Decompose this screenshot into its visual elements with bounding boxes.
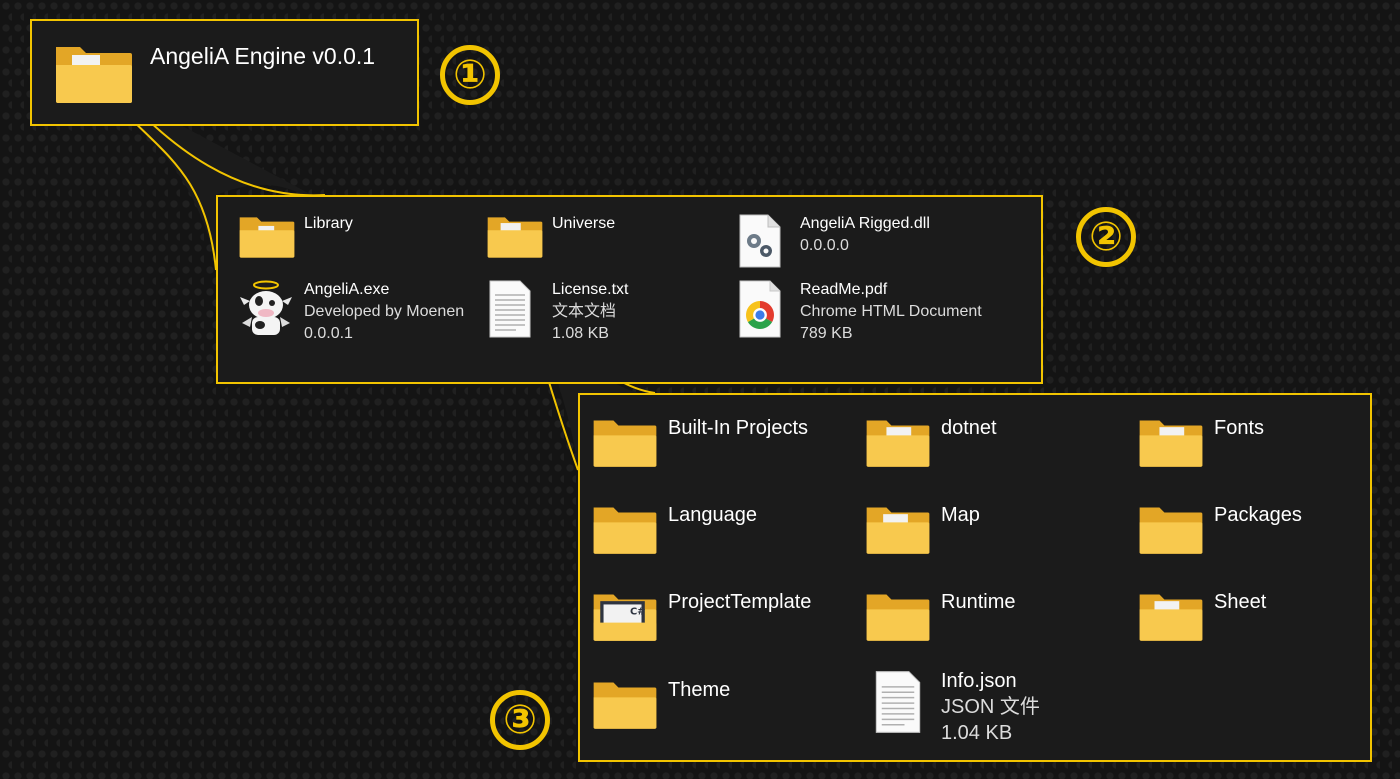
svg-text:C#: C# — [630, 606, 646, 617]
dll-gear-icon — [739, 214, 781, 268]
folder-icon — [1139, 594, 1203, 641]
file-item-info-json[interactable]: Info.json JSON 文件 1.04 KB — [872, 668, 1132, 744]
folder-icon — [593, 420, 657, 467]
item-name: ReadMe.pdf — [800, 281, 888, 298]
folder-icon — [866, 420, 930, 467]
item-version: 0.0.0.0 — [800, 237, 849, 254]
folder-item-theme[interactable]: Theme — [592, 677, 852, 747]
step-badge-3: ③ — [490, 690, 550, 750]
item-name: Language — [668, 504, 757, 526]
folder-icon — [593, 507, 657, 554]
root-folder-panel: AngeliA Engine v0.0.1 — [30, 19, 419, 126]
item-name: AngeliA.exe — [304, 281, 390, 298]
item-name: Map — [941, 504, 980, 526]
item-type: 文本文档 — [552, 303, 617, 320]
folder-item-dotnet[interactable]: dotnet — [865, 415, 1125, 485]
folder-item-library[interactable]: Library — [238, 213, 478, 277]
item-size: 789 KB — [800, 325, 853, 342]
folder-item-universe[interactable]: Universe — [486, 213, 726, 277]
folder-item-runtime[interactable]: Runtime — [865, 589, 1125, 659]
folder-item-packages[interactable]: Packages — [1138, 502, 1398, 572]
item-name: Theme — [668, 679, 731, 701]
step-badge-2: ② — [1076, 207, 1136, 267]
item-company: Developed by Moenen — [304, 303, 465, 320]
item-version: 0.0.0.1 — [304, 325, 353, 342]
item-name: Fonts — [1214, 417, 1265, 439]
folder-item-fonts[interactable]: Fonts — [1138, 415, 1398, 485]
root-folder-name: AngeliA Engine v0.0.1 — [150, 43, 376, 69]
folder-icon — [239, 217, 295, 258]
item-name: Library — [304, 215, 353, 232]
item-size: 1.04 KB — [941, 722, 1013, 744]
folder-icon — [593, 682, 657, 729]
item-name: dotnet — [941, 417, 997, 439]
item-name: Runtime — [941, 591, 1016, 613]
folder-icon — [866, 594, 930, 641]
item-name: Built-In Projects — [668, 417, 809, 439]
folder-icon — [866, 507, 930, 554]
item-name: ProjectTemplate — [668, 591, 812, 613]
chrome-icon — [739, 280, 781, 338]
folder-item-built-in-projects[interactable]: Built-In Projects — [592, 415, 852, 485]
folder-item-project-template[interactable]: C# ProjectTemplate — [592, 589, 852, 659]
item-size: 1.08 KB — [552, 325, 609, 342]
item-name: Universe — [552, 215, 616, 232]
file-item-readme-pdf[interactable]: ReadMe.pdf Chrome HTML Document 789 KB — [736, 279, 982, 343]
csharp-folder-icon: C# — [593, 594, 657, 641]
folder-item-language[interactable]: Language — [592, 502, 852, 572]
cow-angel-icon — [240, 280, 292, 335]
step-badge-1: ① — [440, 45, 500, 105]
text-file-icon — [489, 280, 531, 338]
json-file-icon — [875, 671, 921, 733]
item-name: Info.json — [941, 670, 1017, 692]
item-name: Packages — [1214, 504, 1302, 526]
item-type: JSON 文件 — [941, 696, 1040, 718]
item-name: AngeliA Rigged.dll — [800, 215, 930, 232]
folder-icon — [1139, 507, 1203, 554]
universe-contents-panel: Built-In Projects dotnet Fonts Language … — [578, 393, 1372, 762]
file-item-angelia-exe[interactable]: AngeliA.exe Developed by Moenen 0.0.0.1 — [238, 279, 478, 343]
folder-icon — [1139, 420, 1203, 467]
file-item-angelia-rigged-dll[interactable]: AngeliA Rigged.dll 0.0.0.0 — [736, 213, 976, 277]
file-item-license-txt[interactable]: License.txt 文本文档 1.08 KB — [486, 279, 726, 343]
item-name: Sheet — [1214, 591, 1267, 613]
folder-item-map[interactable]: Map — [865, 502, 1125, 572]
engine-contents-panel: Library Universe AngeliA Rigged.dll 0.0.… — [216, 195, 1043, 384]
root-folder-item[interactable]: AngeliA Engine v0.0.1 — [54, 41, 394, 111]
item-name: License.txt — [552, 281, 629, 298]
folder-icon — [487, 217, 543, 258]
folder-item-sheet[interactable]: Sheet — [1138, 589, 1398, 659]
item-type: Chrome HTML Document — [800, 303, 982, 320]
folder-icon — [56, 47, 132, 103]
